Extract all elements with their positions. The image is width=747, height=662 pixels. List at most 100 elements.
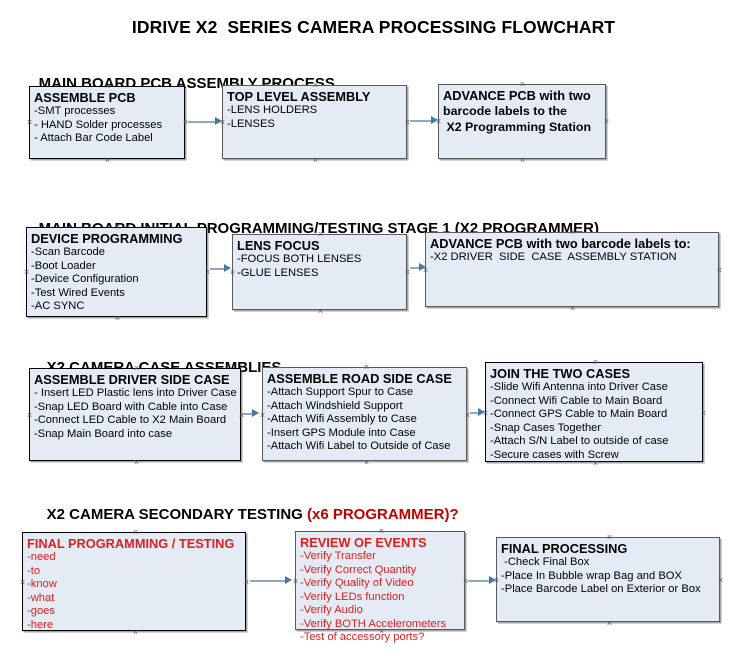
node-final-programming-testing[interactable]: FINAL PROGRAMMING / TESTING -need -to -k… bbox=[22, 532, 246, 631]
connector-arrow-icon bbox=[252, 409, 259, 417]
connection-point bbox=[23, 269, 30, 276]
connection-point bbox=[606, 534, 613, 541]
node-line: -Scan Barcode bbox=[31, 246, 106, 258]
connection-point bbox=[114, 315, 121, 322]
node-title: FINAL PROCESSING bbox=[501, 541, 628, 556]
connector-line bbox=[410, 120, 435, 122]
node-title: ASSEMBLE ROAD SIDE CASE bbox=[267, 371, 452, 386]
section-heading-text: X2 CAMERA SECONDARY TESTING bbox=[46, 506, 307, 523]
connection-point bbox=[292, 578, 299, 585]
node-title: TOP LEVEL ASSEMBLY bbox=[227, 89, 371, 104]
node-line: -Verify Audio bbox=[300, 604, 363, 617]
node-line: -Boot Loader bbox=[31, 259, 96, 272]
connection-point bbox=[133, 459, 140, 466]
node-line: -Check Final Box bbox=[501, 556, 590, 568]
node-line: -know bbox=[27, 578, 57, 591]
connector-arrow-icon bbox=[224, 264, 231, 272]
node-line: -Snap Main Board into case bbox=[34, 427, 173, 440]
node-line: -Test Wired Events bbox=[31, 286, 125, 299]
node-line: -LENSES bbox=[227, 117, 275, 130]
node-line: -FOCUS BOTH LENSES bbox=[237, 253, 362, 265]
node-line: X2 Programming Station bbox=[443, 120, 592, 134]
node-line: -Verify BOTH Accelerometers bbox=[300, 617, 447, 630]
node-line: - Insert LED Plastic lens into Driver Ca… bbox=[34, 387, 237, 399]
node-line: -Attach Windshield Support bbox=[267, 399, 403, 412]
node-line: -AC SYNC bbox=[31, 300, 85, 313]
node-line: -Device Configuration bbox=[31, 273, 139, 286]
connector-line bbox=[243, 413, 255, 415]
node-title: ADVANCE PCB with two bbox=[443, 88, 591, 103]
connection-point bbox=[259, 412, 266, 419]
node-title: ASSEMBLE DRIVER SIDE CASE bbox=[34, 372, 230, 387]
connection-point bbox=[716, 267, 723, 274]
node-line: - Attach Bar Code Label bbox=[34, 132, 153, 145]
connection-point bbox=[26, 119, 33, 126]
connection-point bbox=[717, 577, 724, 584]
node-line: -Attach Wifi Label to Outside of Case bbox=[267, 440, 451, 453]
connection-point bbox=[363, 459, 370, 466]
connection-point bbox=[603, 118, 610, 125]
node-final-processing[interactable]: FINAL PROCESSING -Check Final Box -Place… bbox=[496, 537, 720, 622]
section-heading-highlight: (x6 PROGRAMMER)? bbox=[306, 506, 459, 523]
node-line: -Attach S/N Label to outside of case bbox=[490, 435, 669, 448]
node-join-the-two-cases[interactable]: JOIN THE TWO CASES -Slide Wifi Antenna i… bbox=[485, 362, 703, 462]
node-line: -LENS HOLDERS bbox=[227, 104, 318, 116]
node-device-programming[interactable]: DEVICE PROGRAMMING -Scan Barcode -Boot L… bbox=[26, 227, 207, 317]
node-line: -Connect LED Cable to X2 Main Board bbox=[34, 414, 227, 427]
node-line: -X2 DRIVER SIDE CASE ASSEMBLY STATION bbox=[430, 251, 677, 263]
connection-point bbox=[569, 305, 576, 312]
node-line: -Snap LED Board with Cable into Case bbox=[34, 400, 228, 413]
node-line: -need bbox=[27, 551, 56, 563]
node-line: -Place In Bubble wrap Bag and BOX bbox=[501, 569, 682, 582]
node-advance-pcb-to-programming-station[interactable]: ADVANCE PCB with two barcode labels to t… bbox=[438, 84, 606, 159]
connection-point bbox=[606, 620, 613, 627]
node-line: -Verify Transfer bbox=[300, 550, 376, 562]
connection-point bbox=[404, 269, 411, 276]
connection-point bbox=[312, 157, 319, 164]
node-line: -Connect Wifi Cable to Main Board bbox=[490, 394, 663, 407]
node-lens-focus[interactable]: LENS FOCUS -FOCUS BOTH LENSES -GLUE LENS… bbox=[232, 234, 407, 310]
node-assemble-driver-side-case[interactable]: ASSEMBLE DRIVER SIDE CASE - Insert LED P… bbox=[29, 368, 241, 461]
connection-point bbox=[243, 579, 250, 586]
connection-point bbox=[26, 412, 33, 419]
node-title: REVIEW OF EVENTS bbox=[300, 535, 427, 550]
node-title: LENS FOCUS bbox=[237, 238, 320, 253]
node-line: barcode labels to the bbox=[443, 104, 567, 118]
connector-arrow-icon bbox=[285, 576, 292, 584]
node-line: -Secure cases with Screw bbox=[490, 448, 619, 461]
node-overflow-line: -Test of accessory ports? bbox=[300, 631, 425, 643]
node-assemble-road-side-case[interactable]: ASSEMBLE ROAD SIDE CASE -Attach Support … bbox=[262, 367, 467, 461]
node-line: -Verify Correct Quantity bbox=[300, 563, 417, 576]
node-line: -Place Barcode Label on Exterior or Box bbox=[501, 583, 701, 596]
node-line: -Verify LEDs function bbox=[300, 590, 405, 603]
node-line: -Attach Support Spur to Case bbox=[267, 386, 414, 398]
node-line: -what bbox=[27, 591, 55, 604]
node-top-level-assembly[interactable]: TOP LEVEL ASSEMBLY -LENS HOLDERS -LENSES bbox=[222, 85, 407, 159]
node-line: -Insert GPS Module into Case bbox=[267, 426, 416, 439]
node-title: ADVANCE PCB with two barcode labels to: bbox=[430, 236, 691, 251]
connection-point bbox=[317, 308, 324, 315]
connector-arrow-icon bbox=[489, 576, 496, 584]
page-title: IDRIVE X2 SERIES CAMERA PROCESSING FLOWC… bbox=[131, 17, 616, 37]
connector-line bbox=[188, 121, 218, 123]
node-review-of-events[interactable]: REVIEW OF EVENTS -Verify Transfer -Verif… bbox=[292, 531, 465, 643]
connection-point bbox=[104, 157, 111, 164]
node-assemble-pcb[interactable]: ASSEMBLE PCB -SMT processes - HAND Solde… bbox=[29, 86, 185, 159]
section-heading-x2-camera-secondary-testing: X2 CAMERA SECONDARY TESTING (x6 PROGRAMM… bbox=[30, 489, 459, 540]
node-title: FINAL PROGRAMMING / TESTING bbox=[27, 536, 235, 551]
node-line: -to bbox=[27, 564, 41, 577]
node-advance-pcb-to-driver-side-case[interactable]: ADVANCE PCB with two barcode labels to: … bbox=[425, 232, 719, 307]
connector-arrow-icon bbox=[215, 117, 222, 125]
connector-line bbox=[470, 412, 480, 414]
connector-arrow-icon bbox=[478, 408, 485, 416]
node-title: JOIN THE TWO CASES bbox=[490, 366, 631, 381]
node-title: ASSEMBLE PCB bbox=[34, 90, 136, 105]
node-line: -SMT processes bbox=[34, 105, 116, 117]
connector-arrow-icon bbox=[419, 263, 426, 271]
connection-point bbox=[700, 410, 707, 417]
connection-point bbox=[519, 157, 526, 164]
connection-point bbox=[592, 359, 599, 366]
node-line: -here bbox=[27, 618, 54, 631]
connection-point bbox=[519, 81, 526, 88]
